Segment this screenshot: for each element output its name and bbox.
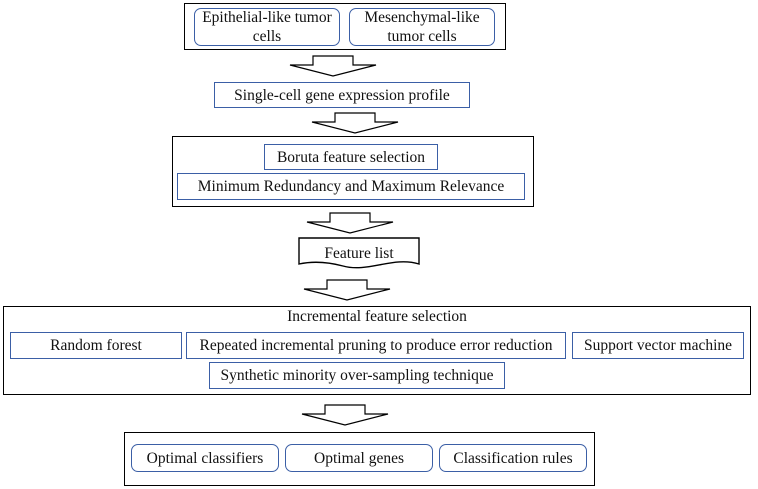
down-arrow-3 [306, 212, 394, 234]
feature-list-label: Feature list [324, 245, 394, 262]
smote-box: Synthetic minority over-sampling techniq… [209, 362, 505, 389]
optimal-classifiers-box: Optimal classifiers [131, 444, 279, 472]
epithelial-cells-box: Epithelial-like tumor cells [194, 8, 340, 46]
ripper-box: Repeated incremental pruning to produce … [186, 332, 566, 359]
down-arrow-1 [289, 55, 377, 77]
classification-rules-box: Classification rules [439, 444, 587, 472]
random-forest-box: Random forest [10, 332, 182, 359]
down-arrow-2 [311, 112, 399, 134]
down-arrow-4 [303, 279, 391, 301]
mrmr-box: Minimum Redundancy and Maximum Relevance [177, 173, 525, 200]
boruta-box: Boruta feature selection [264, 144, 438, 170]
svm-box: Support vector machine [572, 332, 744, 359]
ifs-title: Incremental feature selection [287, 308, 467, 325]
feature-list-document [298, 237, 420, 269]
expression-profile-box: Single-cell gene expression profile [214, 82, 470, 108]
down-arrow-5 [301, 404, 389, 426]
optimal-genes-box: Optimal genes [285, 444, 433, 472]
mesenchymal-cells-box: Mesenchymal-like tumor cells [349, 8, 495, 46]
